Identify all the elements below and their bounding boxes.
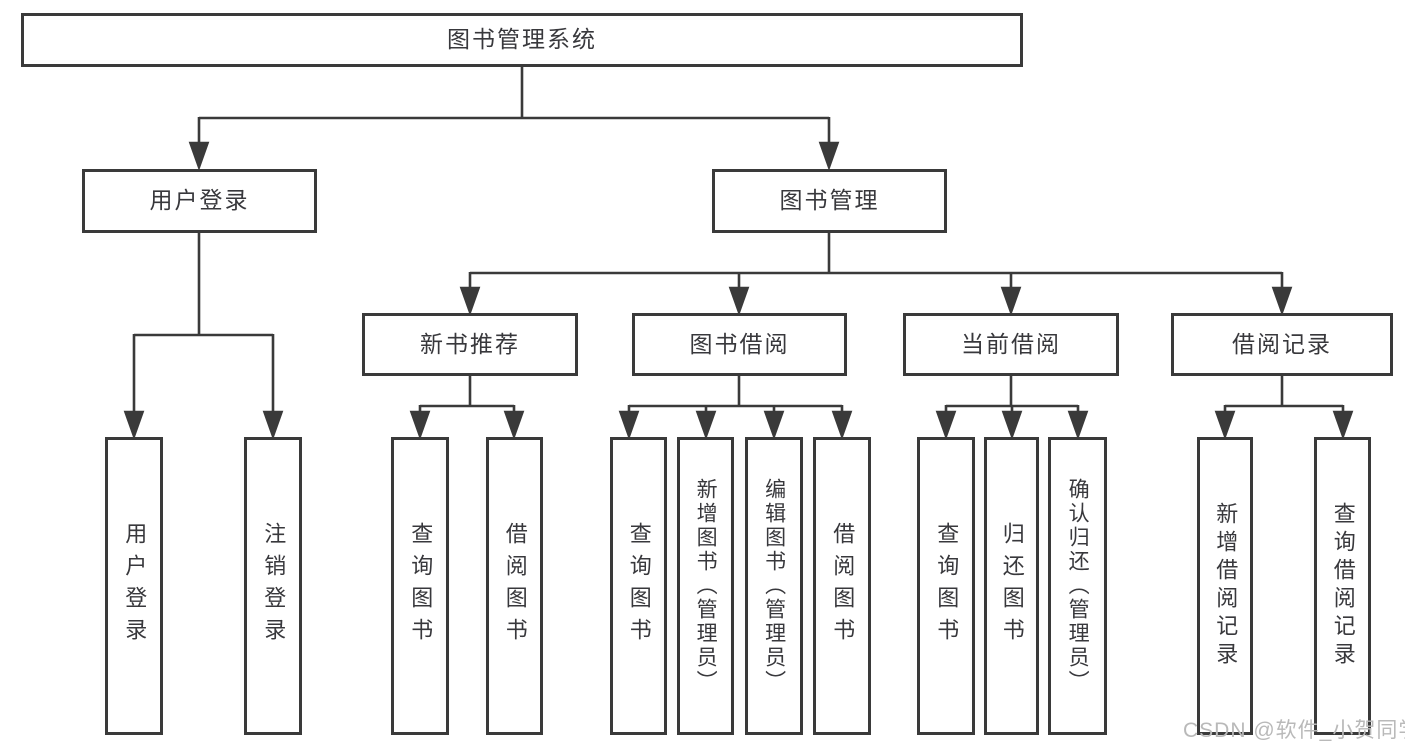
node-new-book-recommend: 新书推荐 bbox=[362, 313, 578, 376]
arrow-down-icon bbox=[503, 410, 525, 440]
arrow-down-icon bbox=[831, 410, 853, 440]
node-borrow-records: 借阅记录 bbox=[1171, 313, 1393, 376]
leaf-borrow-books: 借阅图书 bbox=[813, 437, 871, 735]
node-book-borrow: 图书借阅 bbox=[632, 313, 847, 376]
arrow-down-icon bbox=[618, 410, 640, 440]
node-current-borrow: 当前借阅 bbox=[903, 313, 1119, 376]
leaf-user-login: 用户登录 bbox=[105, 437, 163, 735]
leaf-edit-book-admin: 编辑图书（管理员） bbox=[745, 437, 803, 735]
arrow-down-icon bbox=[728, 286, 750, 316]
arrow-down-icon bbox=[188, 141, 210, 171]
arrow-down-icon bbox=[935, 410, 957, 440]
leaf-return-books: 归还图书 bbox=[984, 437, 1039, 735]
arrow-down-icon bbox=[123, 410, 145, 440]
leaf-query-books-current: 查询图书 bbox=[917, 437, 975, 735]
arrow-down-icon bbox=[1332, 410, 1354, 440]
arrow-down-icon bbox=[409, 410, 431, 440]
arrow-down-icon bbox=[1067, 410, 1089, 440]
leaf-add-borrow-record: 新增借阅记录 bbox=[1197, 437, 1253, 735]
arrow-down-icon bbox=[763, 410, 785, 440]
leaf-confirm-return-admin: 确认归还（管理员） bbox=[1048, 437, 1107, 735]
node-user-login: 用户登录 bbox=[82, 169, 317, 233]
leaf-query-borrow-record: 查询借阅记录 bbox=[1314, 437, 1371, 735]
leaf-add-book-admin: 新增图书（管理员） bbox=[677, 437, 734, 735]
leaf-query-books-recommend: 查询图书 bbox=[391, 437, 449, 735]
arrow-down-icon bbox=[1214, 410, 1236, 440]
arrow-down-icon bbox=[1000, 286, 1022, 316]
arrow-down-icon bbox=[695, 410, 717, 440]
arrow-down-icon bbox=[262, 410, 284, 440]
node-book-management: 图书管理 bbox=[712, 169, 947, 233]
leaf-query-books-borrow: 查询图书 bbox=[610, 437, 667, 735]
arrow-down-icon bbox=[459, 286, 481, 316]
leaf-borrow-books-recommend: 借阅图书 bbox=[486, 437, 543, 735]
node-root: 图书管理系统 bbox=[21, 13, 1023, 67]
arrow-down-icon bbox=[818, 141, 840, 171]
csdn-watermark: CSDN @软件_小贺同学 bbox=[1183, 719, 1405, 742]
leaf-logout: 注销登录 bbox=[244, 437, 302, 735]
arrow-down-icon bbox=[1271, 286, 1293, 316]
arrow-down-icon bbox=[1001, 410, 1023, 440]
